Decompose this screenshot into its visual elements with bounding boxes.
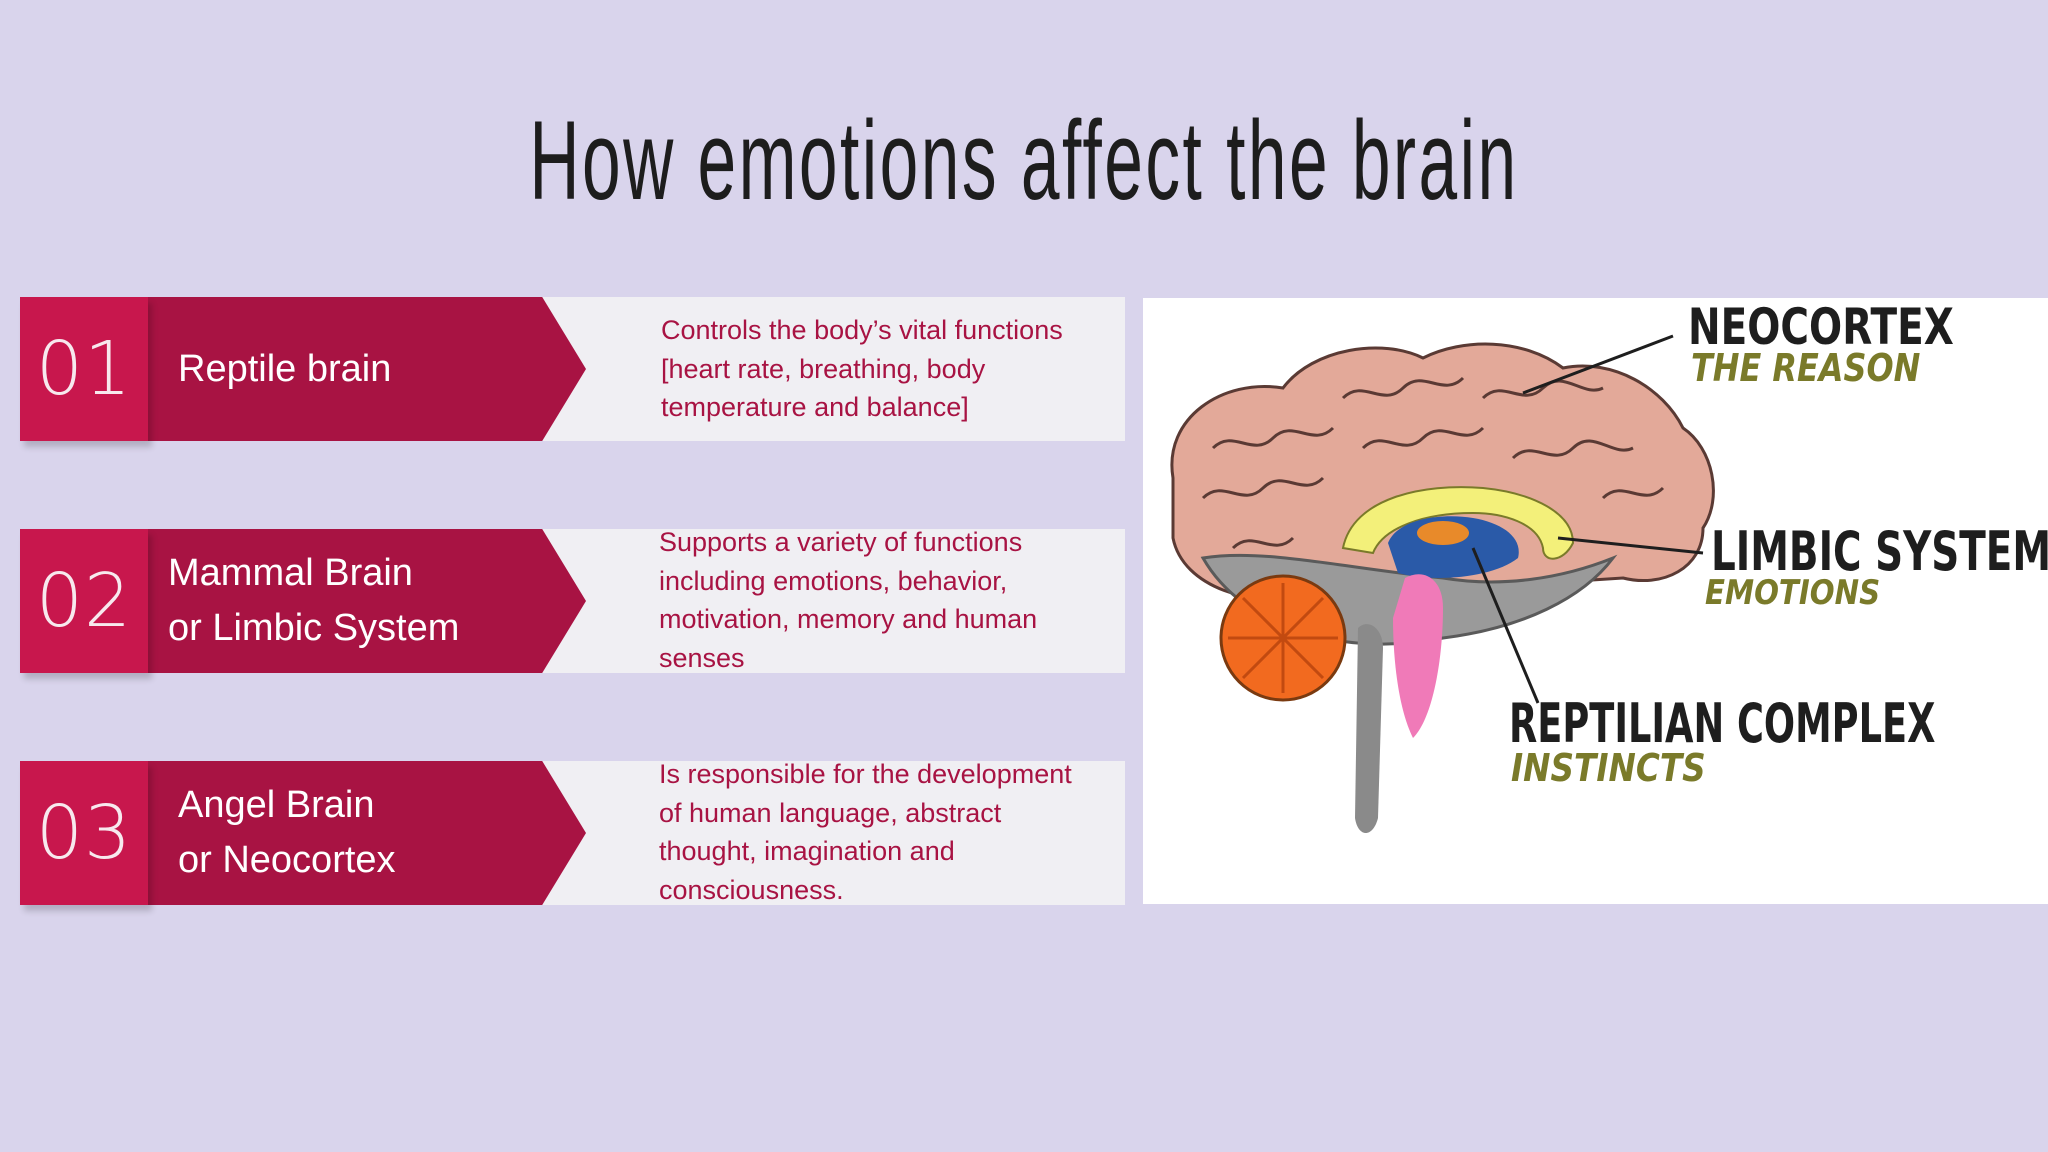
row-label-line: or Limbic System bbox=[168, 607, 460, 649]
row-description: Controls the body’s vital functions [hea… bbox=[661, 315, 1063, 422]
row-number: 02 bbox=[35, 558, 133, 644]
row-number: 03 bbox=[35, 790, 133, 876]
hippocampus-region bbox=[1417, 521, 1469, 545]
neocortex-label: NEOCORTEX bbox=[1688, 298, 1954, 356]
label-arrow bbox=[148, 761, 586, 905]
brain-illustration bbox=[1170, 334, 1715, 833]
row-label-line: or Neocortex bbox=[178, 839, 396, 881]
row-label-line: Angel Brain bbox=[178, 784, 375, 826]
neocortex-sublabel: THE REASON bbox=[1691, 346, 1921, 390]
row-description: Is responsible for the development of hu… bbox=[659, 759, 1072, 905]
brain-row-3: 03 Angel Brain or Neocortex Is responsib… bbox=[20, 759, 1125, 905]
row-description: Supports a variety of functions includin… bbox=[659, 527, 1038, 673]
row-number: 01 bbox=[35, 326, 133, 412]
spinal-cord bbox=[1355, 624, 1383, 833]
limbic-system-sublabel: EMOTIONS bbox=[1705, 573, 1881, 613]
brain-diagram: NEOCORTEX THE REASON LIMBIC SYSTEM EMOTI… bbox=[1143, 298, 2048, 904]
brain-row-1: 01 Reptile brain Controls the body’s vit… bbox=[20, 297, 1125, 441]
limbic-band bbox=[1341, 486, 1575, 560]
slide-title: How emotions affect the brain bbox=[529, 98, 1519, 223]
gyri-lines bbox=[1201, 376, 1665, 550]
limbic-system-label: LIMBIC SYSTEM bbox=[1711, 520, 2048, 583]
brainstem bbox=[1393, 574, 1443, 738]
cerebellum-lines bbox=[1228, 583, 1338, 693]
brain-row-2: 02 Mammal Brain or Limbic System Support… bbox=[20, 527, 1125, 673]
row-label-line: Reptile brain bbox=[178, 347, 392, 390]
number-box: 01 bbox=[20, 297, 148, 441]
reptilian-complex-sublabel: INSTINCTS bbox=[1511, 746, 1706, 790]
row-label: Angel Brain or Neocortex bbox=[178, 761, 558, 905]
number-box: 02 bbox=[20, 529, 148, 673]
reptilian-complex-label: REPTILIAN COMPLEX bbox=[1509, 692, 1936, 755]
row-label-line: Mammal Brain bbox=[168, 552, 413, 594]
row-label: Mammal Brain or Limbic System bbox=[168, 529, 548, 673]
row-label: Reptile brain bbox=[178, 297, 558, 441]
label-arrow bbox=[148, 529, 586, 673]
label-arrow bbox=[148, 297, 586, 441]
label-pointers bbox=[1471, 334, 1704, 704]
number-box: 03 bbox=[20, 761, 148, 905]
